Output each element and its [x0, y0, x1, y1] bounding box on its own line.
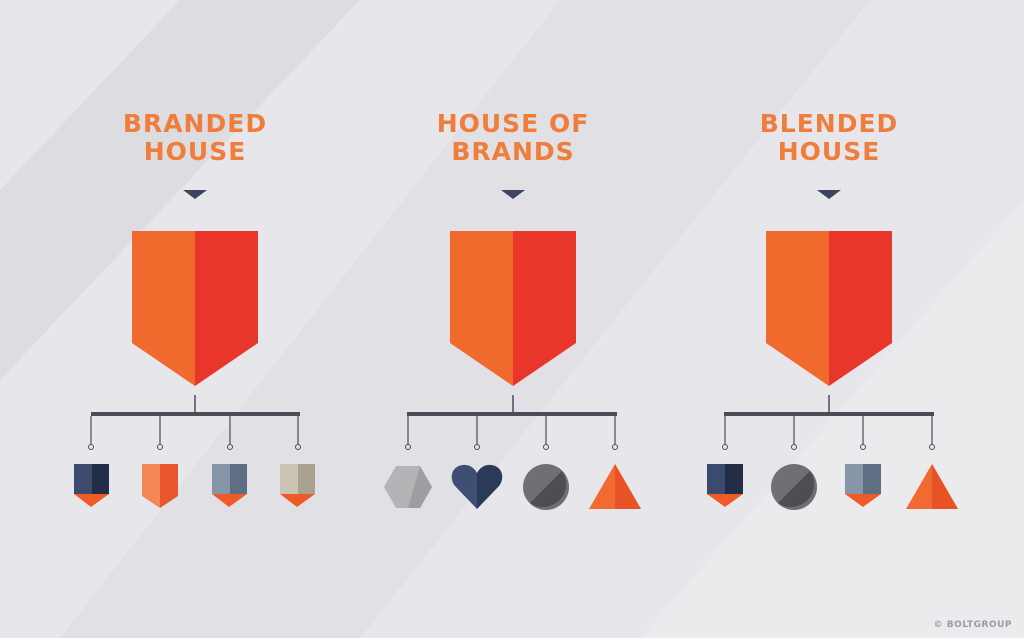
- child-shield-beige-icon: [280, 464, 315, 507]
- child-shield-navy-icon: [707, 464, 743, 507]
- child-triangle-icon: [589, 464, 641, 509]
- child-shield-slate-icon: [845, 464, 881, 507]
- blended-house-title: BLENDED HOUSE: [669, 110, 989, 166]
- child-hexagon-icon: [384, 466, 432, 508]
- child-shield-orange-icon: [142, 464, 178, 508]
- title-pointer-icon: [817, 190, 841, 199]
- title-line-2: BRANDS: [451, 137, 575, 166]
- blended-house-column: BLENDED HOUSE: [669, 0, 989, 638]
- house-of-brands-title: HOUSE OF BRANDS: [353, 110, 673, 166]
- branded-house-diagram: [74, 190, 315, 508]
- master-brand-shield-icon: [132, 231, 258, 386]
- child-circle-icon: [523, 464, 569, 510]
- title-line-1: BRANDED: [122, 109, 268, 138]
- master-brand-shield-icon: [766, 231, 892, 386]
- title-line-1: HOUSE OF: [436, 109, 590, 138]
- copyright-credit: © BOLTGROUP: [933, 620, 1012, 630]
- child-heart-icon: [451, 464, 503, 509]
- house-of-brands-diagram: [384, 190, 641, 510]
- connector-tree: [722, 395, 935, 450]
- master-brand-shield-icon: [450, 231, 576, 386]
- child-triangle-icon: [906, 464, 958, 509]
- branded-house-title: BRANDED HOUSE: [35, 110, 355, 166]
- title-line-2: HOUSE: [143, 137, 247, 166]
- house-of-brands-column: HOUSE OF BRANDS: [353, 0, 673, 638]
- title-pointer-icon: [501, 190, 525, 199]
- title-pointer-icon: [183, 190, 207, 199]
- branded-house-column: BRANDED HOUSE: [35, 0, 355, 638]
- title-line-2: HOUSE: [777, 137, 881, 166]
- connector-tree: [88, 395, 301, 450]
- child-circle-icon: [771, 464, 817, 510]
- blended-house-diagram: [707, 190, 958, 510]
- child-shield-navy-icon: [74, 464, 109, 507]
- title-line-1: BLENDED: [759, 109, 899, 138]
- child-shield-slate-icon: [212, 464, 247, 507]
- connector-tree: [405, 395, 618, 450]
